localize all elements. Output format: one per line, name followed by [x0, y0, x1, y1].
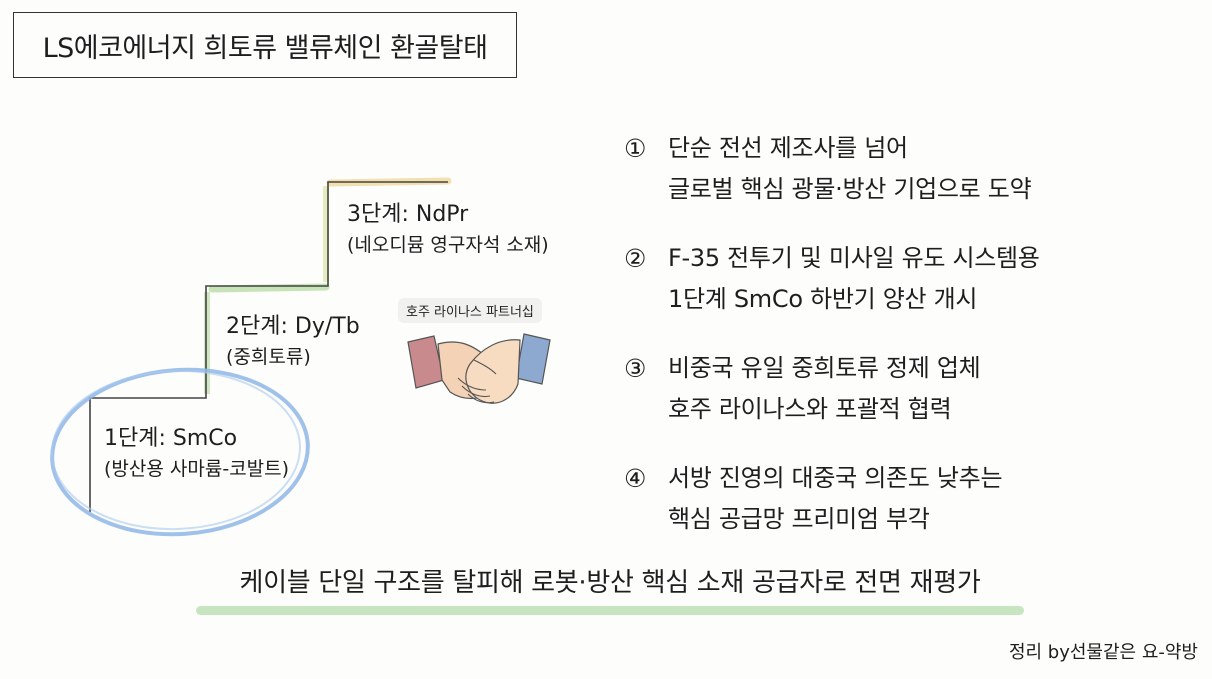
point-line: 핵심 공급망 프리미엄 부각 — [668, 505, 930, 533]
title-box: LS에코에너지 희토류 밸류체인 환골탈태 — [13, 12, 517, 78]
summary-text: 케이블 단일 구조를 탈피해 로봇·방산 핵심 소재 공급자로 전면 재평가 — [239, 568, 981, 598]
stage2-desc: (중희토류) — [226, 346, 311, 368]
point-line: 1단계 SmCo 하반기 양산 개시 — [668, 285, 978, 313]
credit: 정리 by선물같은 요-약방 — [1008, 642, 1198, 663]
stage2-label: 2단계: Dy/Tb (중희토류) — [226, 312, 360, 372]
staircase-diagram — [50, 177, 452, 537]
point-item: ② F-35 전투기 및 미사일 유도 시스템용 1단계 SmCo 하반기 양산… — [624, 238, 1040, 320]
point-number: ② — [624, 244, 647, 273]
point-item: ③ 비중국 유일 중희토류 정제 업체 호주 라이나스와 포괄적 협력 — [624, 348, 1040, 430]
point-number: ④ — [624, 464, 647, 493]
stage3-name: 3단계: NdPr — [347, 202, 469, 227]
point-line: 서방 진영의 대중국 의존도 낮추는 — [668, 464, 1003, 492]
partner-tag: 호주 라이나스 파트너십 — [398, 298, 542, 323]
stage3-desc: (네오디뮴 영구자석 소재) — [347, 234, 549, 256]
point-item: ④ 서방 진영의 대중국 의존도 낮추는 핵심 공급망 프리미엄 부각 — [624, 458, 1040, 540]
handshake-icon — [407, 333, 551, 404]
page-title: LS에코에너지 희토류 밸류체인 환골탈태 — [42, 32, 488, 64]
point-number: ③ — [624, 354, 647, 383]
point-line: 단순 전선 제조사를 넘어 — [668, 134, 908, 162]
point-line: 비중국 유일 중희토류 정제 업체 — [668, 354, 981, 382]
summary-highlight — [196, 606, 1024, 615]
point-item: ① 단순 전선 제조사를 넘어 글로벌 핵심 광물·방산 기업으로 도약 — [624, 128, 1040, 210]
key-points: ① 단순 전선 제조사를 넘어 글로벌 핵심 광물·방산 기업으로 도약 ② F… — [624, 128, 1040, 568]
stage3-label: 3단계: NdPr (네오디뮴 영구자석 소재) — [347, 200, 549, 260]
point-line: F-35 전투기 및 미사일 유도 시스템용 — [668, 244, 1040, 272]
stage2-name: 2단계: Dy/Tb — [226, 314, 360, 339]
point-line: 호주 라이나스와 포괄적 협력 — [668, 395, 952, 423]
point-number: ① — [624, 134, 647, 163]
stage1-desc: (방산용 사마륨-코발트) — [104, 458, 290, 480]
point-line: 글로벌 핵심 광물·방산 기업으로 도약 — [668, 175, 1032, 203]
stage1-name: 1단계: SmCo — [104, 426, 238, 451]
stage1-label: 1단계: SmCo (방산용 사마륨-코발트) — [104, 424, 289, 484]
stage2-accent — [208, 283, 330, 293]
summary: 케이블 단일 구조를 탈피해 로봇·방산 핵심 소재 공급자로 전면 재평가 — [190, 562, 1030, 615]
